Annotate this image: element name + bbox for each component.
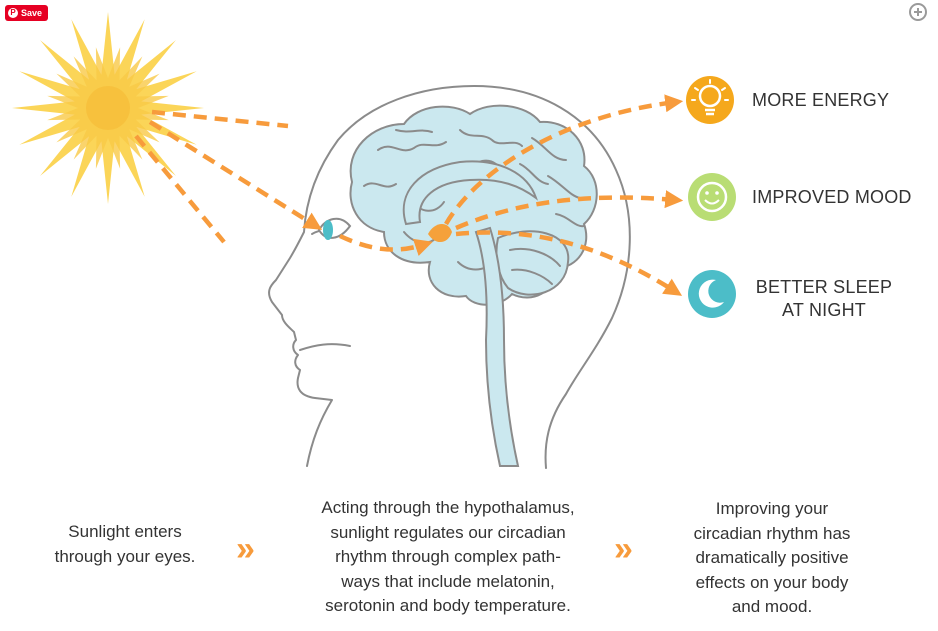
benefit-label-mood: IMPROVED MOOD (752, 187, 912, 207)
eye-icon (317, 217, 352, 240)
save-button-label: Save (21, 8, 43, 18)
benefit-icon-mood (688, 173, 736, 221)
light-path-arrows (134, 94, 684, 296)
save-button[interactable]: P Save (5, 5, 49, 21)
brain-illustration (349, 104, 598, 467)
benefit-icon-sleep (688, 270, 736, 318)
zoom-icon[interactable] (909, 3, 927, 21)
pinterest-icon: P (8, 8, 18, 18)
sun-icon (12, 12, 204, 204)
step-1-text: Sunlight enters through your eyes. (54, 522, 196, 566)
benefit-label-sleep: BETTER SLEEP AT NIGHT (755, 277, 893, 320)
step-2-text: Acting through the hypothalamus, sunligh… (321, 498, 575, 615)
chevron-right-icon: » (236, 530, 255, 568)
benefit-label-energy: MORE ENERGY (752, 90, 890, 110)
chevron-right-icon: » (614, 530, 633, 568)
step-3-text: Improving your circadian rhythm has dram… (693, 499, 851, 616)
benefit-icon-energy (686, 76, 734, 124)
